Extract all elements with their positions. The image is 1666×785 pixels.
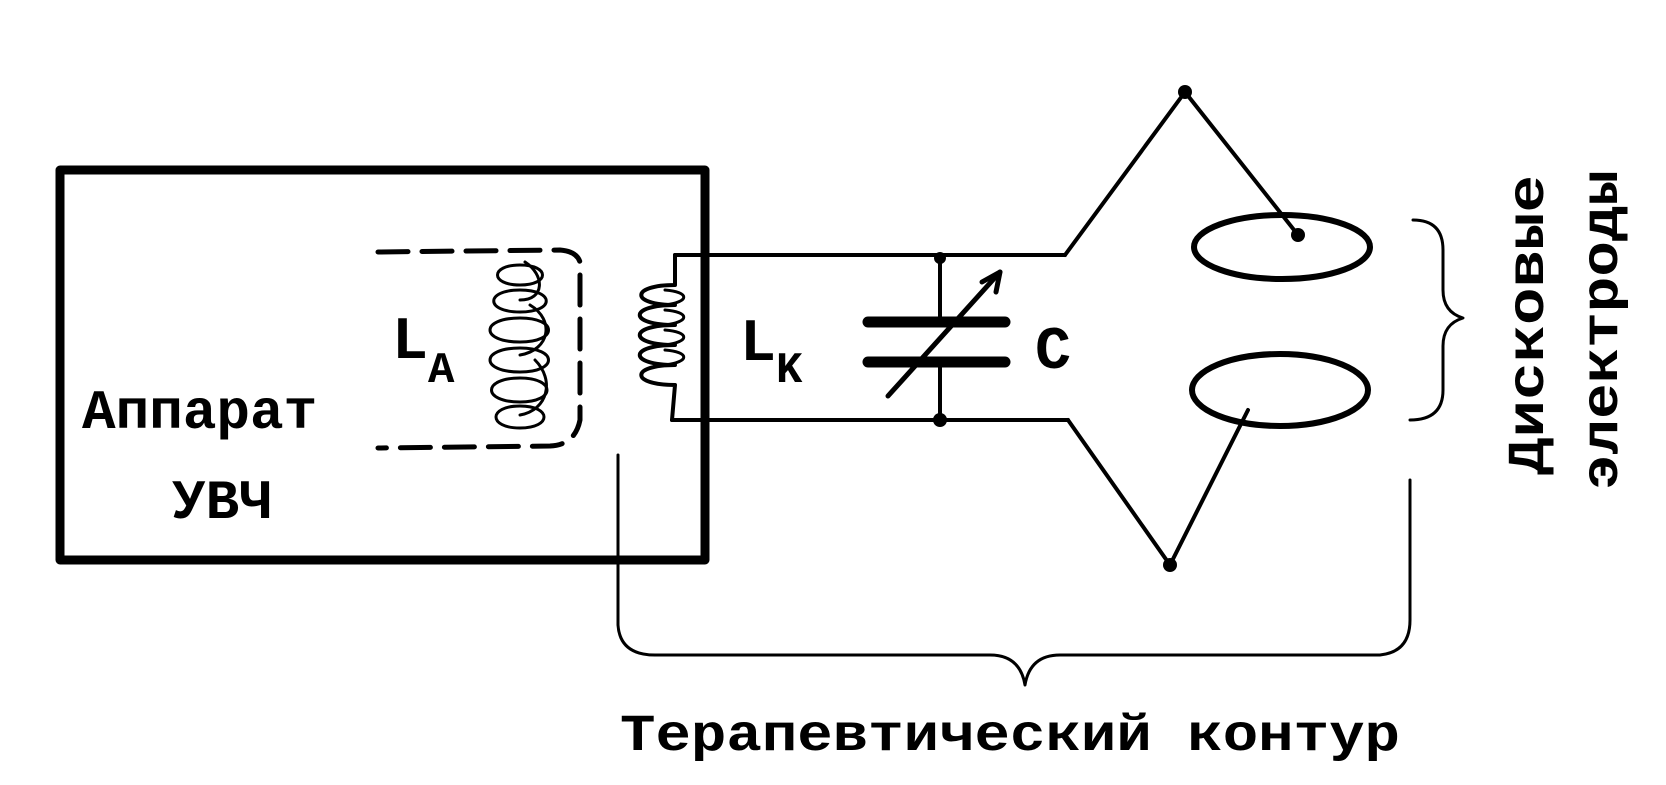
inductor-la-coil [488, 260, 550, 430]
junction-dot-bottom [933, 413, 947, 427]
junction-dot-top [934, 252, 946, 264]
capacitor-label: C [1035, 319, 1071, 387]
inductor-la-label: LA [392, 309, 455, 396]
circuit-label: Терапевтический контур [620, 707, 1400, 766]
wire-diamond-lower [1066, 408, 1250, 567]
apparatus-label-line2: УВЧ [172, 471, 273, 535]
inductor-la-core [375, 247, 584, 451]
electrodes-label-line2: электроды [1574, 170, 1633, 490]
variable-capacitor [862, 269, 1011, 399]
inductor-la-subscript: A [428, 346, 455, 396]
inductor-lk-symbol: L [740, 311, 776, 379]
inductor-la-symbol: L [392, 309, 428, 377]
inductor-lk-subscript: K [776, 346, 803, 396]
inductor-lk-coil [638, 253, 686, 422]
apparatus-label-line1: Аппарат [82, 381, 317, 445]
electrode-contact-dot [1291, 228, 1305, 242]
circuit-brace [616, 453, 1412, 687]
disc-electrode-bottom [1189, 351, 1371, 429]
electrodes-label-line1: Дисковые [1500, 175, 1559, 475]
wire-diamond-upper [1063, 90, 1300, 257]
inductor-lk-label: LK [740, 311, 803, 396]
electrodes-brace [1408, 218, 1465, 422]
apparatus-box [55, 165, 710, 565]
pivot-dot-top [1178, 85, 1192, 99]
pivot-dot-bottom [1163, 558, 1177, 572]
disc-electrode-top [1191, 212, 1373, 282]
